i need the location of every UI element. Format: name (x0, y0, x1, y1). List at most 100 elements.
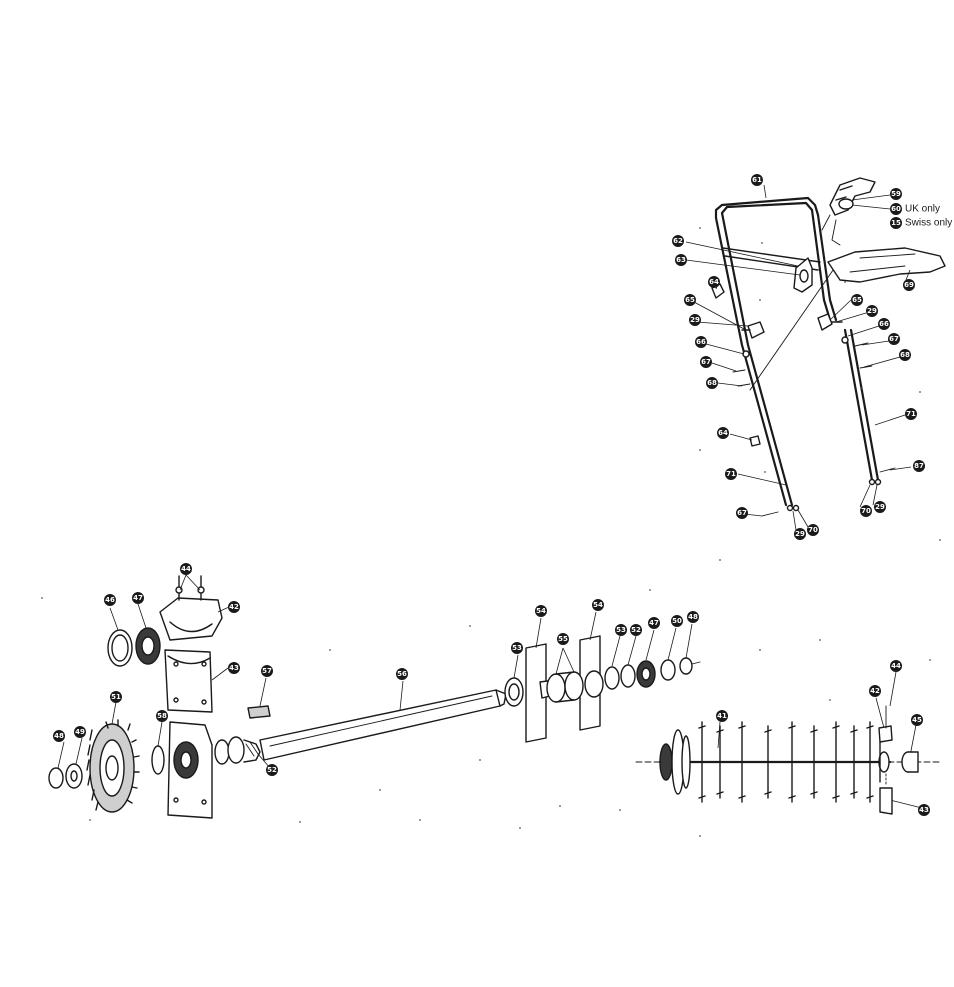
drive-callout-44-23: 44 (891, 661, 902, 672)
handle-callout-70-20: 70 (861, 506, 872, 517)
speck-0 (761, 242, 763, 244)
blade-spacers (547, 672, 583, 702)
handle-callout-68-17-label: 68 (900, 351, 910, 359)
drive-callout-53-14: 53 (512, 643, 523, 654)
cable-bracket (794, 258, 812, 292)
drive-callout-52-17: 52 (631, 625, 642, 636)
washer-49 (66, 764, 82, 788)
drive-callout-53-16: 53 (616, 625, 627, 636)
handle-callout-67-7: 67 (701, 357, 712, 368)
handle-callout-64-3-label: 64 (709, 278, 719, 286)
drive-callout-52-11: 52 (267, 765, 278, 776)
handle-callout-29-21: 29 (875, 502, 886, 513)
note-uk-only: UK only (905, 204, 940, 215)
sleeve-53-left (505, 678, 523, 706)
drive-callout-42-3: 42 (229, 602, 240, 613)
drive-callout-53-14-label: 53 (512, 644, 522, 652)
drive-callout-52-11-label: 52 (267, 766, 277, 774)
drive-callout-51-6-label: 51 (111, 693, 121, 701)
drive-callout-56-10-label: 56 (397, 670, 407, 678)
main-shaft (260, 690, 500, 760)
drive-callout-42-22-label: 42 (870, 687, 880, 695)
handle-callout-65-13: 65 (852, 295, 863, 306)
drive-callout-50-19: 50 (672, 616, 683, 627)
sleeve-53-right (585, 671, 603, 697)
bearing-housing-upper (160, 598, 222, 712)
drive-callout-49-8: 49 (75, 727, 86, 738)
speck-17 (329, 649, 331, 651)
drive-callout-54-13-label: 54 (593, 601, 603, 609)
handle-bar-right-upper-inner (812, 210, 830, 320)
handle-callout-71-10-label: 71 (726, 470, 736, 478)
handle-callout-65-4-label: 65 (685, 296, 695, 304)
drive-callout-52-17-label: 52 (631, 626, 641, 634)
handle-callout-71-18: 71 (906, 409, 917, 420)
handle-callout-29-14: 29 (867, 306, 878, 317)
handle-callout-68-8: 68 (707, 378, 718, 389)
handle-callout-87-19: 87 (914, 461, 925, 472)
nut-48-right (680, 658, 692, 674)
handle-callout-64-9-label: 64 (718, 429, 728, 437)
handle-callout-62-1: 62 (673, 236, 684, 247)
handle-callout-29-5-label: 29 (690, 316, 700, 324)
handle-callout-71-18-label: 71 (906, 410, 916, 418)
speck-10 (299, 821, 301, 823)
drive-callout-58-9: 58 (157, 711, 168, 722)
washer-50 (661, 660, 675, 680)
bearing-housing-lower (168, 722, 212, 818)
handle-callout-61-0: 61 (752, 175, 763, 186)
drive-callout-47-2: 47 (133, 593, 144, 604)
drive-callout-55-15: 55 (558, 634, 569, 645)
drive-callout-43-25: 43 (919, 805, 930, 816)
drive-callout-48-20-label: 48 (688, 613, 698, 621)
control-lever (822, 178, 875, 245)
handle-callout-87-19-label: 87 (914, 462, 924, 470)
speck-2 (759, 299, 761, 301)
speck-18 (619, 809, 621, 811)
speck-21 (829, 699, 831, 701)
drive-callout-44-23-label: 44 (891, 662, 901, 670)
callout-15-label: 15 (891, 219, 901, 227)
handle-callout-68-17: 68 (900, 350, 911, 361)
speck-26 (719, 559, 721, 561)
speck-14 (469, 625, 471, 627)
speck-7 (919, 391, 921, 393)
shaft-collar (215, 737, 260, 764)
drive-callout-49-8-label: 49 (75, 728, 85, 736)
speck-19 (699, 835, 701, 837)
collar-52-right (605, 667, 619, 689)
note-swiss-only: Swiss only (905, 218, 952, 229)
handle-callout-64-9: 64 (718, 428, 729, 439)
grass-bag-handle (828, 248, 945, 282)
speck-1 (699, 227, 701, 229)
handle-callout-63-2: 63 (676, 255, 687, 266)
handle-callout-65-4: 65 (685, 295, 696, 306)
drive-callout-51-6: 51 (111, 692, 122, 703)
drive-callout-47-18: 47 (649, 618, 660, 629)
drive-callout-45-24: 45 (912, 715, 923, 726)
drive-callout-56-10: 56 (397, 669, 408, 680)
drive-callout-41-21-label: 41 (717, 712, 727, 720)
handle-callout-66-6-label: 66 (696, 338, 706, 346)
drive-callout-54-12: 54 (536, 606, 547, 617)
drive-callout-44-0: 44 (181, 564, 192, 575)
lower-tube-right-inner (851, 330, 878, 480)
handle-assembly (712, 178, 945, 516)
handle-callout-66-15: 66 (879, 319, 890, 330)
handle-callout-67-11: 67 (737, 508, 748, 519)
handle-callout-66-15-label: 66 (879, 320, 889, 328)
drive-callout-42-22: 42 (870, 686, 881, 697)
drive-callout-53-16-label: 53 (616, 626, 626, 634)
drive-callout-41-21: 41 (717, 711, 728, 722)
drive-callout-57-5-label: 57 (262, 667, 272, 675)
drive-callout-48-20: 48 (688, 612, 699, 623)
drive-callout-47-2-label: 47 (133, 594, 143, 602)
lower-tube-right (845, 330, 872, 480)
handle-callout-29-14-label: 29 (867, 307, 877, 315)
handle-callout-69-23: 69 (904, 280, 915, 291)
speck-25 (939, 539, 941, 541)
handle-callout-29-5: 29 (690, 315, 701, 326)
handle-callout-29-21-label: 29 (875, 503, 885, 511)
drive-callout-47-18-label: 47 (649, 619, 659, 627)
